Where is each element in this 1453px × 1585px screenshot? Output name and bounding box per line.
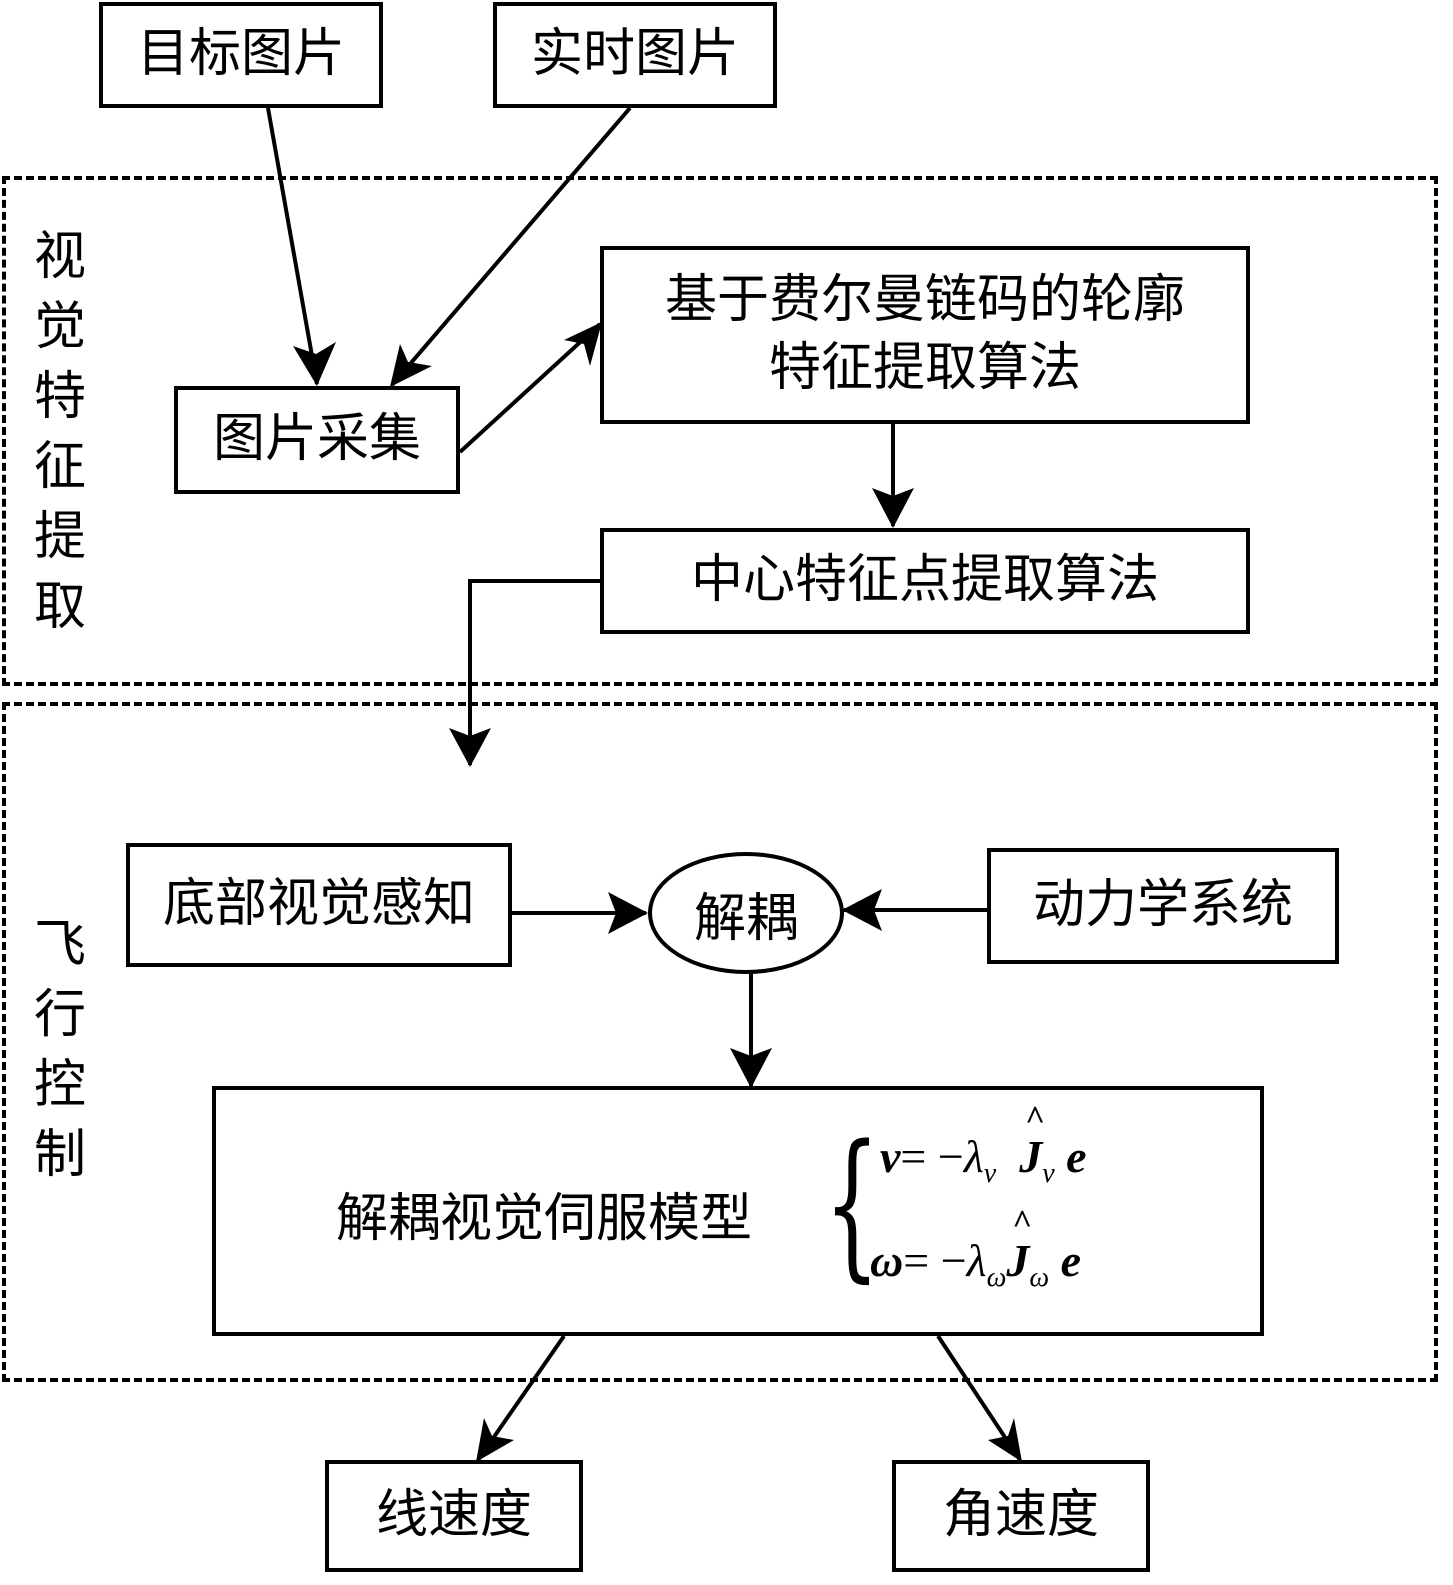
dynamics-system-label: 动力学系统 [1032, 875, 1293, 936]
label-char: 提 [33, 507, 86, 567]
arrowhead [842, 889, 882, 931]
arrowhead [872, 488, 914, 528]
label-char: 取 [33, 577, 86, 637]
label-char: 征 [33, 437, 86, 497]
label-char: 行 [33, 985, 86, 1045]
arrowhead [293, 342, 336, 386]
label-char: 视 [33, 227, 86, 287]
eq-lambda-sub: v [983, 1158, 997, 1190]
angular-velocity-equation: ω= −λωJω e [870, 1204, 1082, 1294]
label-char: 控 [33, 1055, 86, 1115]
live-image-box: 实时图片 [493, 2, 777, 108]
label-char: 觉 [33, 297, 86, 357]
arrowhead [390, 344, 432, 387]
label-char: 制 [33, 1125, 86, 1185]
label-char: 特 [33, 367, 86, 427]
flight-control-frame [2, 702, 1438, 1382]
label-char: 飞 [33, 915, 86, 975]
eq-jacobian-sub: v [1042, 1158, 1055, 1190]
eq-lambda: λ [963, 1131, 984, 1182]
dynamics-system-box: 动力学系统 [987, 848, 1339, 964]
arrowhead [988, 1418, 1022, 1462]
arrow-capture-to-contour [458, 322, 602, 454]
decoupling-label: 解耦 [693, 888, 798, 949]
eq-jacobian-hat: J [1019, 1100, 1045, 1183]
arrowhead [449, 728, 491, 767]
image-capture-box: 图片采集 [174, 386, 460, 494]
linear-velocity-equation: v= −λv Jv e [880, 1100, 1087, 1190]
section-label-visual-feature-extraction: 视 觉 特 征 提 取 [30, 222, 90, 642]
eq-error: e [1066, 1131, 1087, 1182]
section-label-flight-control: 飞 行 控 制 [30, 910, 90, 1190]
eq-jacobian-sub: ω [1029, 1262, 1050, 1294]
eq-lhs: ω [870, 1235, 904, 1286]
arrowhead [608, 892, 648, 934]
angular-velocity-box: 角速度 [892, 1460, 1150, 1572]
servo-model-label: 解耦视觉伺服模型 [336, 1189, 753, 1249]
arrow-live-to-capture [390, 106, 632, 387]
center-point-algorithm-box: 中心特征点提取算法 [600, 528, 1250, 634]
bottom-visual-perception-label: 底部视觉感知 [162, 874, 475, 935]
image-capture-label: 图片采集 [212, 409, 421, 470]
angular-velocity-label: 角速度 [942, 1485, 1099, 1546]
arrowhead [730, 1048, 772, 1088]
bottom-visual-perception-box: 底部视觉感知 [126, 843, 512, 967]
center-point-algorithm-label: 中心特征点提取算法 [690, 550, 1159, 611]
arrow-target-to-capture [266, 107, 319, 385]
arrowhead [564, 322, 602, 366]
eq-equals: = − [903, 1235, 967, 1286]
eq-lhs: v [880, 1131, 901, 1182]
eq-lambda: λ [966, 1235, 987, 1286]
linear-velocity-box: 线速度 [325, 1460, 583, 1572]
servo-model-box [212, 1086, 1264, 1336]
arrowhead [476, 1418, 514, 1462]
contour-algorithm-label-line1: 基于费尔曼链码的轮廓 [664, 270, 1185, 331]
linear-velocity-label: 线速度 [375, 1485, 532, 1546]
eq-error: e [1060, 1235, 1082, 1286]
target-image-box: 目标图片 [99, 2, 383, 108]
decoupling-node: 解耦 [648, 852, 844, 974]
live-image-label: 实时图片 [530, 24, 739, 85]
formula-brace: { [824, 1110, 880, 1297]
eq-lambda-sub: ω [986, 1262, 1007, 1294]
target-image-label: 目标图片 [136, 24, 345, 85]
arrow-center-to-flight [468, 579, 600, 765]
control-law-formula: v= −λv Jv e ω= −λωJω e [870, 1100, 1260, 1310]
eq-equals: = − [900, 1131, 964, 1182]
visual-feature-extraction-frame [2, 176, 1438, 686]
eq-jacobian-hat: J [1006, 1204, 1032, 1287]
contour-algorithm-label-line2: 特征提取算法 [768, 338, 1081, 398]
contour-algorithm-box: 基于费尔曼链码的轮廓 特征提取算法 [600, 246, 1250, 424]
